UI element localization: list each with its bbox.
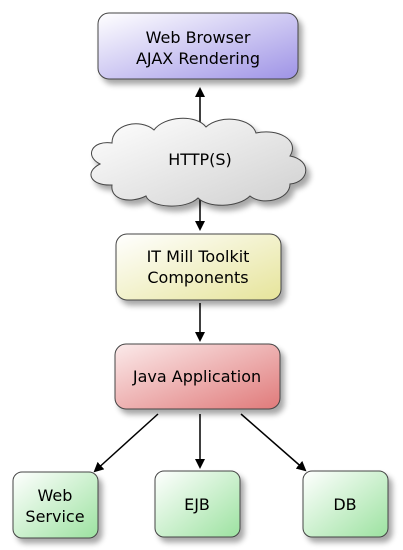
java-application-label: Java Application <box>132 367 261 386</box>
web-service-label-line1: Web <box>38 486 73 505</box>
web-browser-label-line1: Web Browser <box>146 28 251 47</box>
db-node: DB <box>302 470 389 538</box>
edge-java-to-webservice <box>93 413 159 473</box>
http-label: HTTP(S) <box>168 150 232 169</box>
edges <box>93 87 307 473</box>
web-service-label-line2: Service <box>25 507 84 526</box>
web-browser-node: Web Browser AJAX Rendering <box>97 12 299 80</box>
http-cloud-node: HTTP(S) <box>90 117 307 207</box>
java-application-node: Java Application <box>114 343 281 410</box>
web-service-node: Web Service <box>12 471 99 539</box>
cloud-shape <box>90 117 307 207</box>
toolkit-label-line1: IT Mill Toolkit <box>147 247 250 266</box>
ejb-node: EJB <box>154 470 241 538</box>
web-browser-label-line2: AJAX Rendering <box>136 49 260 68</box>
db-label: DB <box>333 495 356 514</box>
toolkit-label-line2: Components <box>147 268 248 287</box>
toolkit-components-node: IT Mill Toolkit Components <box>115 233 282 301</box>
ejb-label: EJB <box>184 495 210 514</box>
edge-java-to-db <box>240 413 307 472</box>
